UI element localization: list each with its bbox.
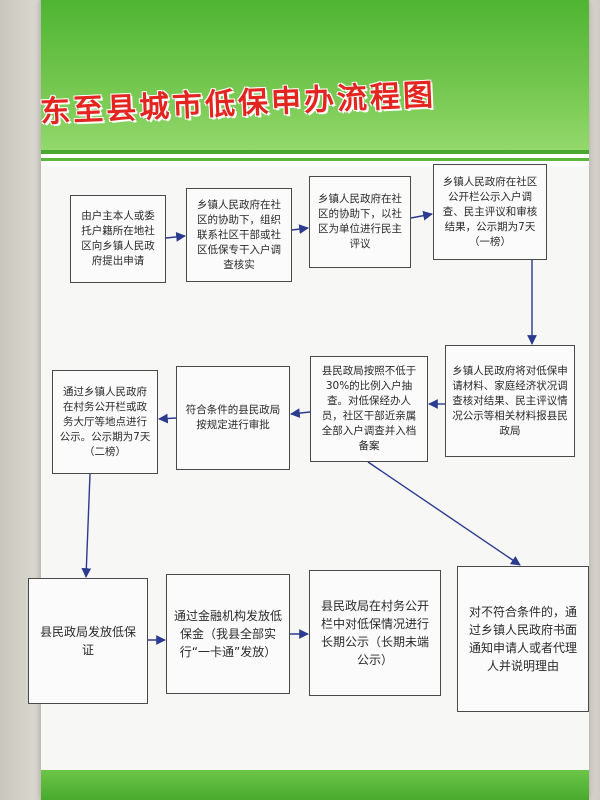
- step-box-submit-county: 乡镇人民政府将对低保申请材料、家庭经济状况调查核对结果、民主评议情况公示等相关材…: [445, 345, 575, 457]
- arrow-s6-s12: [367, 461, 521, 566]
- step-text: 通过金融机构发放低保金（我县全部实行“一卡通”发放）: [173, 609, 282, 659]
- step-box-household-check: 乡镇人民政府在社区的协助下，组织联系社区干部或社区低保专干入户调查核实: [186, 188, 292, 282]
- step-text: 县民政局在村务公开栏中对低保情况进行长期公示（长期未端公示）: [320, 599, 429, 667]
- step-text: 通过乡镇人民政府在村务公开栏或政务大厅等地点进行公示。公示期为7天（二榜）: [59, 385, 151, 458]
- step-box-spot-check: 县民政局按照不低于30%的比例入户抽查。对低保经办人员，社区干部近亲属全部入户调…: [310, 356, 428, 462]
- step-text: 县民政局发放低保证: [39, 625, 136, 657]
- step-text: 县民政局按照不低于30%的比例入户抽查。对低保经办人员，社区干部近亲属全部入户调…: [321, 365, 417, 452]
- step-text: 乡镇人民政府在社区公开栏公示入户调查、民主评议和审核结果，公示期为7天（一榜）: [442, 175, 538, 248]
- arrow-s1-s2: [165, 232, 186, 242]
- step-box-democratic-review: 乡镇人民政府在社区的协助下，以社区为单位进行民主评议: [309, 176, 411, 268]
- step-box-pay-allowance: 通过金融机构发放低保金（我县全部实行“一卡通”发放）: [166, 574, 290, 694]
- step-text: 对不符合条件的，通过乡镇人民政府书面通知申请人或者代理人并说明理由: [468, 605, 577, 673]
- step-text: 符合条件的县民政局按规定进行审批: [185, 404, 281, 431]
- step-box-rejection-notice: 对不符合条件的，通过乡镇人民政府书面通知申请人或者代理人并说明理由: [457, 566, 589, 712]
- step-text: 乡镇人民政府将对低保申请材料、家庭经济状况调查核对结果、民主评议情况公示等相关材…: [452, 364, 568, 437]
- step-box-apply: 由户主本人或委托户籍所在地社区向乡镇人民政府提出申请: [70, 195, 166, 283]
- step-box-second-notice: 通过乡镇人民政府在村务公开栏或政务大厅等地点进行公示。公示期为7天（二榜）: [52, 370, 158, 474]
- step-box-first-notice: 乡镇人民政府在社区公开栏公示入户调查、民主评议和审核结果，公示期为7天（一榜）: [433, 164, 547, 260]
- step-text: 乡镇人民政府在社区的协助下，以社区为单位进行民主评议: [318, 193, 402, 250]
- arrow-s2-s3: [291, 224, 309, 234]
- banner-divider: [41, 150, 589, 166]
- step-text: 乡镇人民政府在社区的协助下，组织联系社区干部或社区低保专干入户调查核实: [197, 198, 281, 271]
- step-box-issue-certificate: 县民政局发放低保证: [28, 578, 148, 704]
- arrow-s8-s9: [81, 473, 92, 578]
- step-text: 由户主本人或委托户籍所在地社区向乡镇人民政府提出申请: [81, 210, 155, 267]
- arrow-s3-s4: [410, 210, 433, 221]
- arrow-s7-s8: [158, 413, 177, 424]
- footer-band: [41, 770, 589, 800]
- step-box-approval: 符合条件的县民政局按规定进行审批: [176, 366, 290, 470]
- step-box-long-term-notice: 县民政局在村务公开栏中对低保情况进行长期公示（长期未端公示）: [309, 570, 441, 696]
- title-banner: [41, 0, 589, 150]
- arrow-s6-s7: [290, 408, 311, 418]
